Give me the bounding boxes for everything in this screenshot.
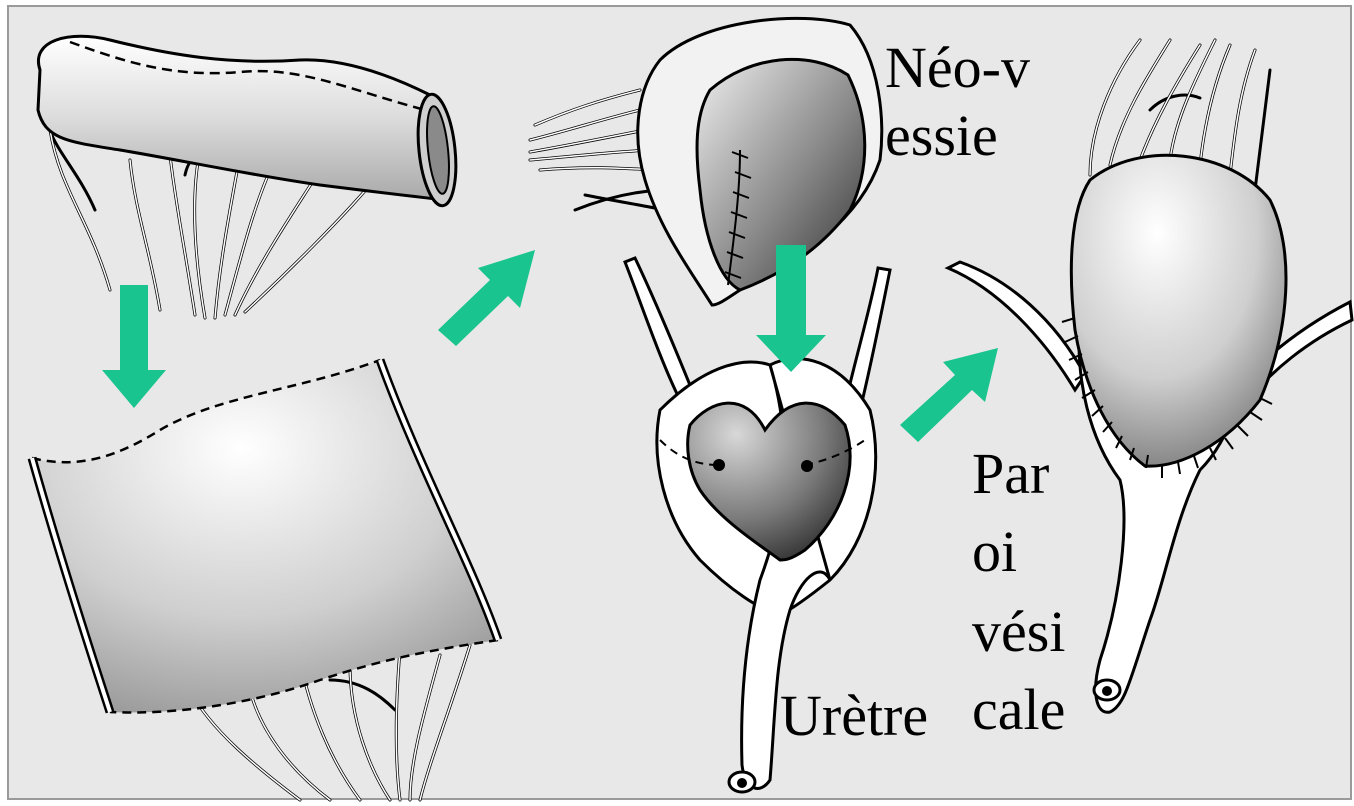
label-paroi-line4: cale — [972, 676, 1065, 744]
label-paroi-line1: Par — [972, 440, 1049, 508]
arrow-up-right-1 — [438, 250, 535, 346]
label-uretre: Urètre — [780, 682, 928, 750]
label-paroi-line3: vési — [972, 598, 1065, 666]
arrow-down-1 — [102, 285, 166, 408]
label-neo-vessie-line2: essie — [885, 102, 998, 170]
folded-pouch — [530, 18, 882, 305]
opened-intestine-sheet — [32, 360, 498, 800]
label-paroi-line2: oi — [972, 518, 1017, 586]
label-neo-vessie-line1: Néo-v — [885, 34, 1030, 102]
intestine-tube — [38, 36, 461, 318]
arrow-up-right-2 — [900, 348, 998, 442]
